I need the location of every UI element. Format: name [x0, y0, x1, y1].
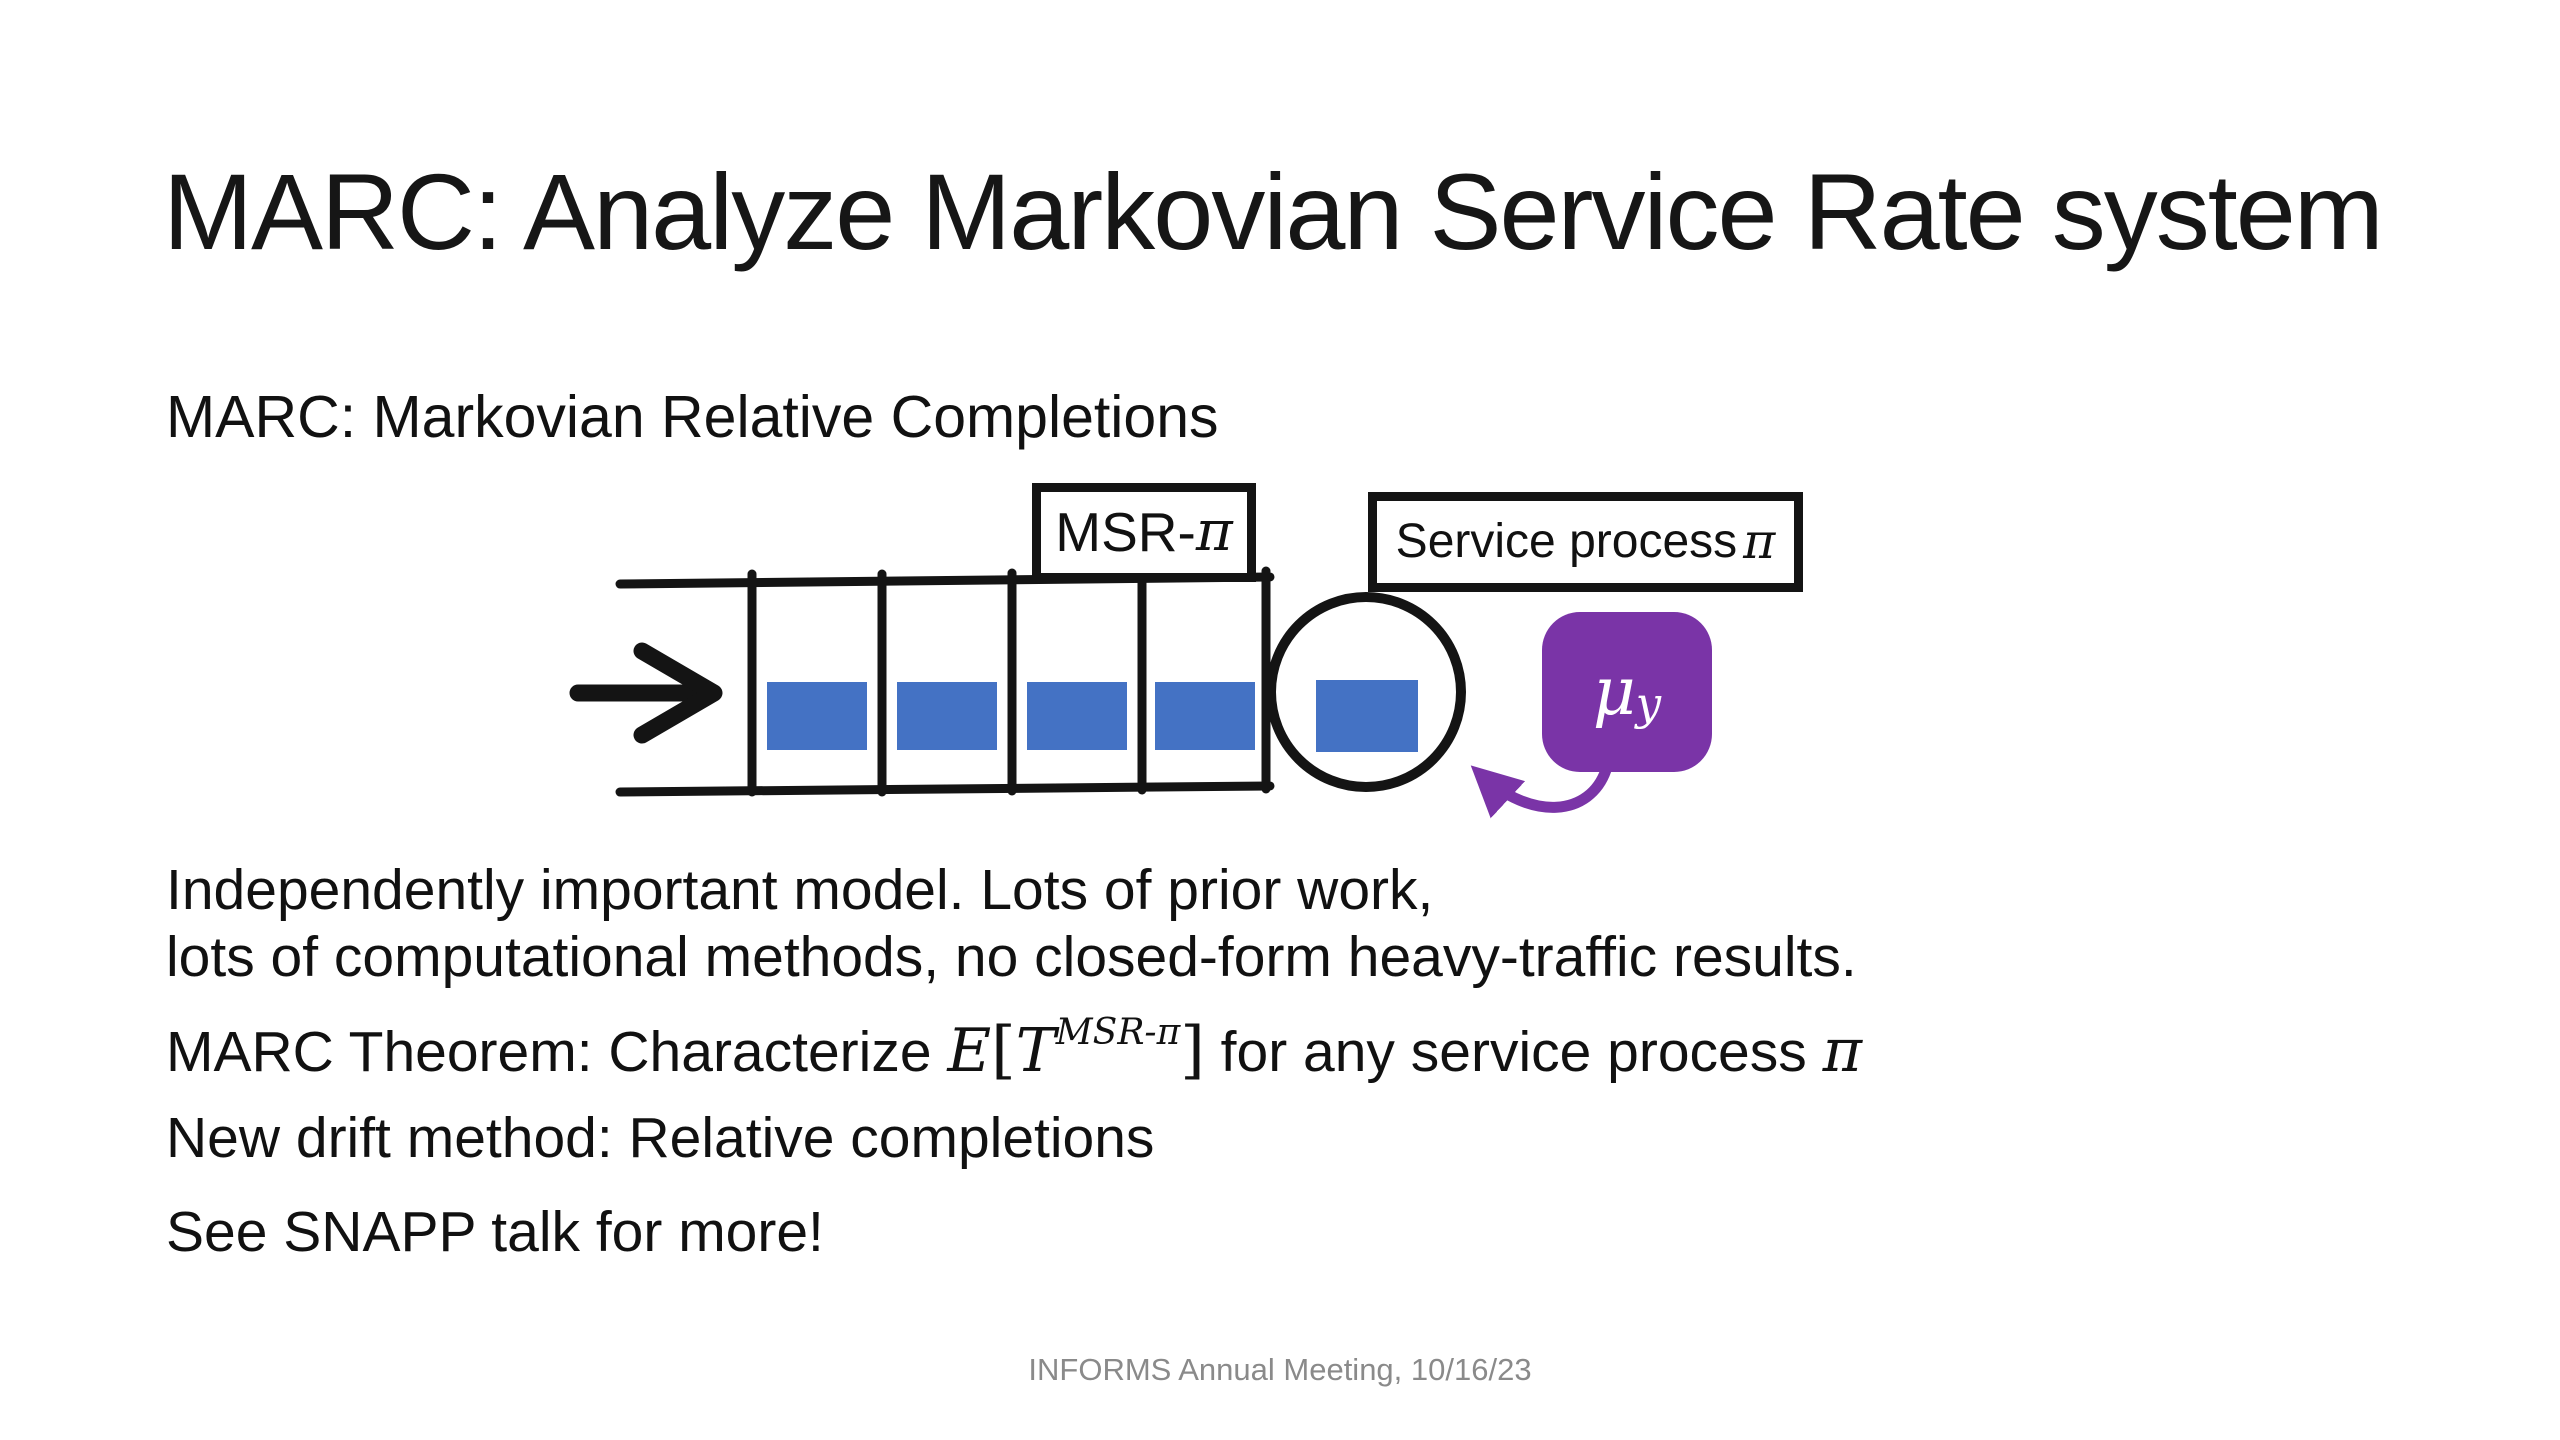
slide-subtitle: MARC: Markovian Relative Completions: [166, 384, 1219, 450]
msr-label-box: MSR-π: [1032, 483, 1256, 582]
msr-label-pi: π: [1195, 499, 1233, 565]
math-rbracket: ]: [1180, 1013, 1205, 1086]
math-pi: π: [1822, 1016, 1863, 1086]
mu-symbol: μ: [1592, 653, 1636, 730]
job-square: [897, 682, 997, 750]
theorem-prefix: MARC Theorem: Characterize: [166, 1020, 948, 1084]
slide-title: MARC: Analyze Markovian Service Rate sys…: [163, 151, 2384, 272]
theorem-suffix: for any service process: [1204, 1020, 1823, 1084]
service-label-pi: π: [1743, 512, 1776, 570]
mu-subscript: y: [1635, 677, 1662, 731]
job-square: [1027, 682, 1127, 750]
job-square: [1155, 682, 1255, 750]
inflow-arrow-head-icon: [633, 642, 723, 744]
body-line-no-closed-form: lots of computational methods, no closed…: [166, 925, 1857, 989]
body-line-drift-method: New drift method: Relative completions: [166, 1106, 1155, 1170]
body-line-theorem: MARC Theorem: Characterize E[TMSR-π] for…: [166, 1015, 1862, 1084]
slide-footer: INFORMS Annual Meeting, 10/16/23: [1028, 1352, 1532, 1387]
math-superscript: MSR-π: [1055, 1012, 1181, 1053]
queue-bottom-line: [615, 781, 1275, 797]
service-assignment-arrow-icon: [1470, 765, 1612, 819]
job-square-in-service: [1316, 680, 1418, 752]
math-E: E: [947, 1016, 992, 1086]
job-square: [767, 682, 867, 750]
math-T: T: [1015, 1016, 1056, 1086]
queue-diagram: [569, 566, 1612, 819]
service-label-text: Service process: [1395, 515, 1738, 568]
math-lbracket: [: [991, 1013, 1016, 1086]
body-line-prior-work: Independently important model. Lots of p…: [166, 858, 1434, 922]
msr-label-text: MSR-: [1055, 501, 1196, 563]
body-line-snapp: See SNAPP talk for more!: [166, 1200, 824, 1264]
